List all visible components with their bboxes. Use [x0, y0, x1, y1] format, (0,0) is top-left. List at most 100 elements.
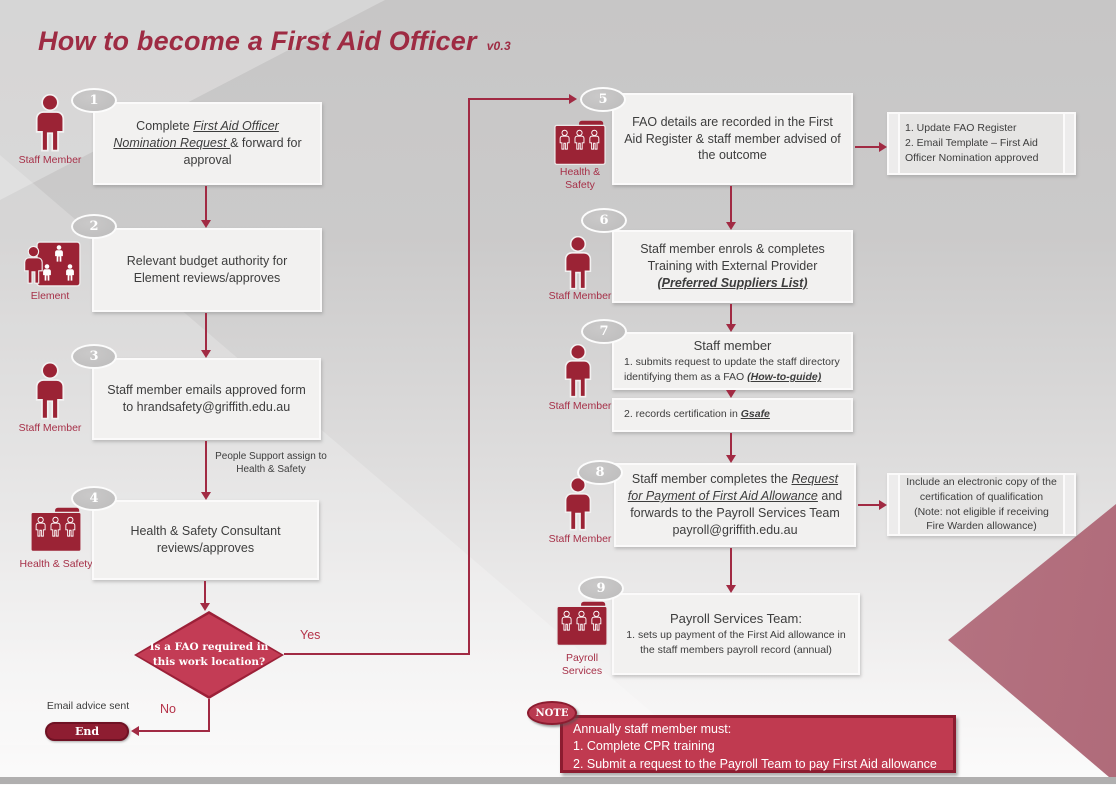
- arrow-line-2-3: [205, 313, 207, 350]
- how-to-guide-link[interactable]: (How-to-guide): [747, 371, 822, 384]
- process-box-6-text: Staff member enrols & completes Training…: [640, 242, 825, 274]
- side-note-certification: Include an electronic copy of the certif…: [887, 473, 1076, 536]
- step-number: 9: [596, 581, 606, 596]
- text-part: Staff member completes the: [631, 472, 792, 487]
- note-badge: NOTE: [527, 701, 577, 725]
- process-box-7-item1: 1. submits request to update the staff d…: [624, 355, 841, 385]
- element-group-icon: [20, 240, 82, 288]
- email-advice-note: Email advice sent: [46, 700, 130, 712]
- edge-label-people-support: People Support assign to Health & Safety: [215, 451, 327, 475]
- arrow-line-3-4: [205, 441, 207, 492]
- process-box-2-text: Relevant budget authority for Element re…: [126, 254, 288, 285]
- process-box-8: Staff member completes the Request for P…: [614, 463, 856, 547]
- staff-member-icon: [558, 344, 598, 398]
- yes-line-vertical: [468, 99, 470, 655]
- arrowhead-8-9: [726, 585, 736, 593]
- process-box-1: Complete First Aid Officer Nomination Re…: [93, 102, 322, 185]
- payroll-services-team-icon: [556, 600, 608, 648]
- staff-member-icon: [28, 94, 72, 152]
- step-badge-6: 6: [581, 208, 627, 233]
- gsafe-link[interactable]: Gsafe: [740, 408, 770, 421]
- page-title: How to become a First Aid Officer v0.3: [38, 26, 511, 57]
- step-number: 4: [89, 491, 99, 506]
- arrowhead-6-7: [726, 324, 736, 332]
- note-badge-label: NOTE: [535, 707, 569, 719]
- no-label: No: [160, 702, 176, 716]
- process-box-7-item2: 2. records certification in Gsafe: [624, 407, 841, 422]
- step-number: 5: [598, 92, 608, 107]
- step-badge-8: 8: [577, 460, 623, 485]
- payment-request-link[interactable]: Request for Payment of First Aid Allowan…: [627, 472, 839, 504]
- arrow-line-8-9: [730, 548, 732, 585]
- step-number: 7: [599, 324, 609, 339]
- arrowhead-1-2: [201, 220, 211, 228]
- no-line-vertical: [208, 699, 210, 732]
- side-note-line: 1. Update FAO Register: [905, 122, 1017, 135]
- text-part: and forwards to the Payroll Services Tea…: [630, 489, 843, 537]
- yes-label: Yes: [300, 628, 321, 642]
- side-note-line: 2. Email Template – First Aid Officer No…: [905, 137, 1039, 164]
- sidebox-bar: [1063, 475, 1074, 534]
- side-note-1-text: 1. Update FAO Register 2. Email Template…: [905, 121, 1058, 165]
- process-box-5-text: FAO details are recorded in the First Ai…: [624, 114, 841, 163]
- nomination-request-link[interactable]: First Aid Officer Nomination Request: [113, 119, 279, 151]
- text-part: 1. submits request to update the staff d…: [624, 356, 840, 384]
- step-number: 6: [599, 213, 609, 228]
- arrowhead-no-end: [131, 726, 139, 736]
- health-safety-team-icon: [554, 120, 606, 166]
- arrow-line-8-sidenote: [858, 504, 879, 506]
- arrowhead-3-4: [201, 492, 211, 500]
- arrowhead-2-3: [201, 350, 211, 358]
- staff-member-icon: [558, 477, 598, 531]
- preferred-suppliers-link[interactable]: (Preferred Suppliers List): [657, 275, 808, 290]
- arrow-line-5-sidenote: [855, 146, 879, 148]
- process-box-7b: 2. records certification in Gsafe: [612, 398, 853, 432]
- actor-label-staff-member: Staff Member: [18, 422, 82, 434]
- arrowhead-yes-step5: [569, 94, 577, 104]
- step-badge-2: 2: [71, 214, 117, 239]
- side-note-fao-register: 1. Update FAO Register 2. Email Template…: [887, 112, 1076, 175]
- page-title-text: How to become a First Aid Officer: [38, 26, 477, 56]
- staff-member-icon: [28, 362, 72, 420]
- actor-label-staff-member: Staff Member: [18, 154, 82, 166]
- actor-label-health-safety: Health & Safety: [19, 558, 93, 570]
- yes-line-horizontal: [284, 653, 470, 655]
- arrowhead-5-6: [726, 222, 736, 230]
- process-box-7-heading: Staff member: [693, 337, 772, 353]
- yes-line-top: [468, 98, 569, 100]
- process-box-1-text: Complete First Aid Officer Nomination Re…: [105, 118, 310, 169]
- arrow-line-6-7: [730, 304, 732, 324]
- staff-member-icon: [558, 236, 598, 290]
- step-badge-4: 4: [71, 486, 117, 511]
- bottom-divider-bar: [0, 777, 1116, 784]
- arrow-line-7-8: [730, 433, 732, 455]
- process-box-9-item1: 1. sets up payment of the First Aid allo…: [626, 629, 846, 657]
- note-line: 2. Submit a request to the Payroll Team …: [573, 756, 937, 771]
- arrowhead-5-sidenote: [879, 142, 887, 152]
- decision-diamond: Is a FAO required in this work location?: [134, 611, 284, 699]
- actor-label-health-safety: Health & Safety: [559, 166, 601, 191]
- sidebox-bar: [1063, 114, 1074, 173]
- text-part: Complete: [136, 119, 194, 134]
- end-label: End: [74, 725, 100, 738]
- version-label: v0.3: [486, 39, 511, 53]
- actor-label-payroll-services: Payroll Services: [561, 652, 603, 677]
- actor-label-staff-member: Staff Member: [548, 290, 612, 302]
- no-line-horizontal: [139, 730, 210, 732]
- end-terminator: End: [45, 722, 129, 741]
- process-box-6: Staff member enrols & completes Training…: [612, 230, 853, 303]
- process-box-9-heading: Payroll Services Team:: [670, 610, 802, 626]
- side-note-2-text: Include an electronic copy of the certif…: [906, 476, 1057, 533]
- process-box-4-text: Health & Safety Consultant reviews/appro…: [130, 524, 281, 555]
- step-number: 1: [89, 93, 99, 108]
- sidebox-bar: [889, 114, 900, 173]
- arrow-line-4-decision: [204, 581, 206, 603]
- arrowhead-8-sidenote: [879, 500, 887, 510]
- step-number: 8: [595, 465, 605, 480]
- step-number: 2: [89, 219, 99, 234]
- text-part: 2. records certification in: [624, 408, 741, 421]
- arrowhead-4-decision: [200, 603, 210, 611]
- sidebox-bar: [889, 475, 900, 534]
- process-box-3: Staff member emails approved form to hra…: [92, 358, 321, 440]
- process-box-8-text: Staff member completes the Request for P…: [626, 471, 844, 539]
